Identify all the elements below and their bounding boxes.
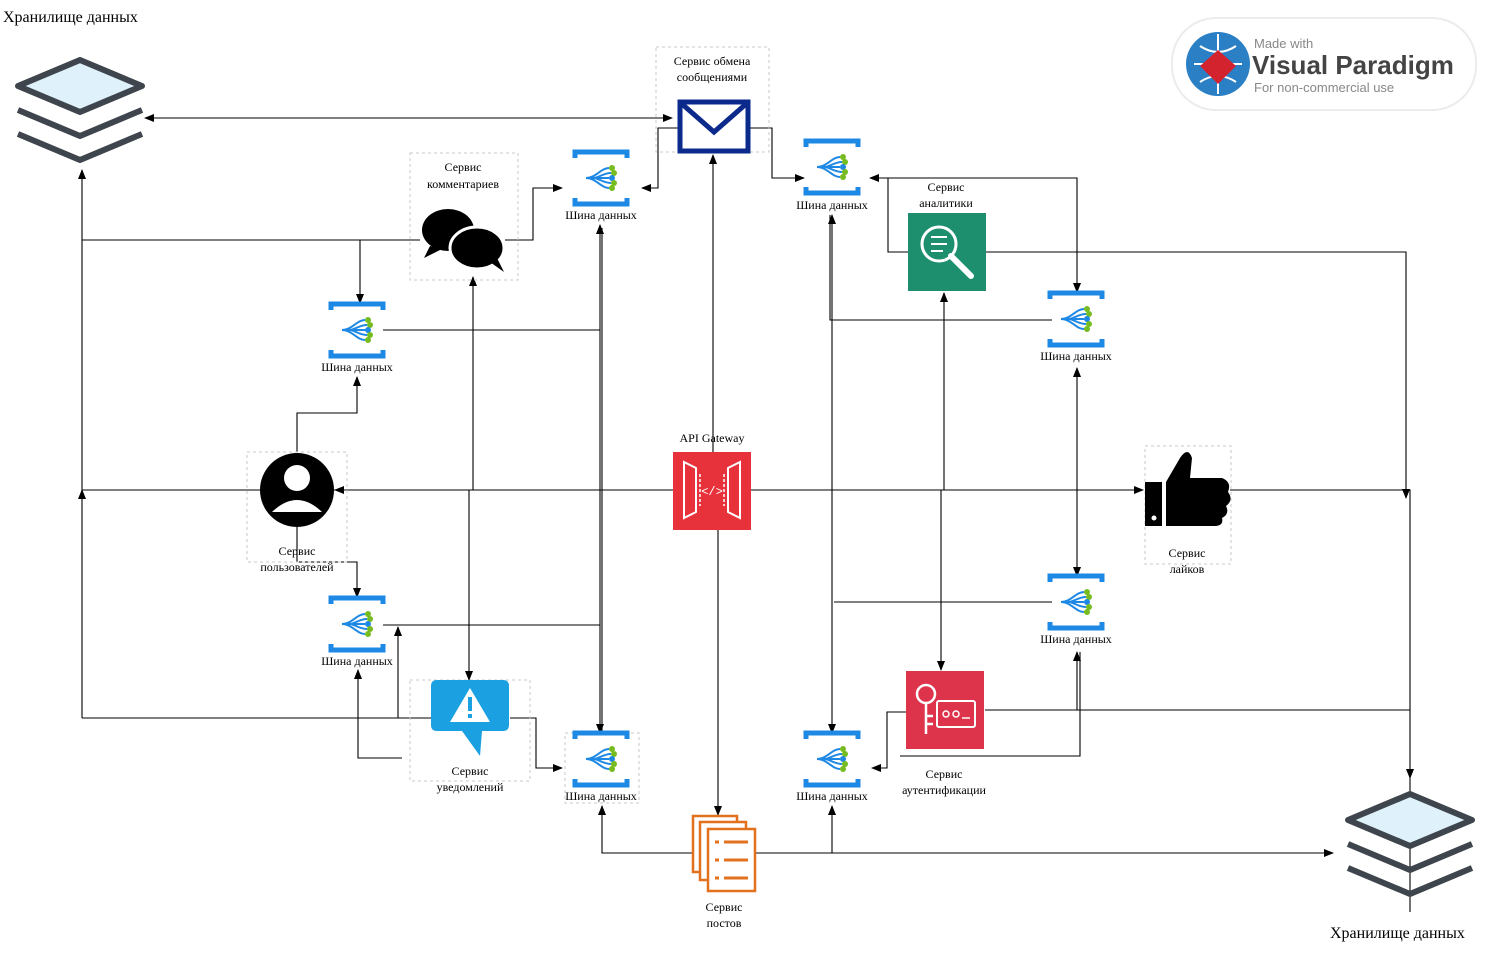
users-service: Сервис пользователей: [246, 451, 348, 574]
comments-label-1: Сервис: [445, 160, 482, 174]
event-bus-icon: [1050, 293, 1102, 345]
bus-label: Шина данных: [1040, 632, 1112, 646]
likes-label-1: Сервис: [1169, 546, 1206, 560]
bus-label: Шина данных: [1040, 349, 1112, 363]
notifications-service: Сервис уведомлений: [409, 679, 531, 794]
messaging-label-1: Сервис обмена: [674, 54, 751, 68]
bus-label: Шина данных: [565, 789, 637, 803]
bus-label: Шина данных: [565, 208, 637, 222]
event-bus-icon: [575, 152, 627, 204]
storage-top: Хранилище данных: [3, 9, 142, 160]
data-bus-4: Шина данных: [321, 598, 393, 668]
watermark-line1: Made with: [1254, 36, 1313, 51]
alert-bubble-icon: [431, 680, 509, 756]
analytics-service: Сервис аналитики: [908, 180, 986, 291]
event-bus-icon: [331, 304, 383, 356]
comments-service: Сервис комментариев: [409, 152, 519, 281]
data-bus-6: Шина данных: [564, 733, 640, 804]
envelope-icon: [677, 99, 751, 154]
bus-label: Шина данных: [796, 789, 868, 803]
database-stack-icon: [18, 60, 142, 160]
connections: [78, 114, 1414, 912]
posts-label-1: Сервис: [706, 900, 743, 914]
data-bus-3: Шина данных: [321, 304, 393, 374]
notifications-label-2: уведомлений: [437, 780, 504, 794]
event-bus-icon: [806, 733, 858, 785]
data-bus-1: Шина данных: [565, 152, 637, 222]
user-icon: [260, 453, 334, 527]
auth-service: Сервис аутентификации: [902, 671, 986, 797]
event-bus-icon: [331, 598, 383, 650]
watermark-line3: For non-commercial use: [1254, 80, 1394, 95]
bus-label: Шина данных: [796, 198, 868, 212]
storage-bottom: Хранилище данных: [1330, 794, 1472, 942]
chat-bubbles-icon: [422, 209, 506, 272]
users-label-1: Сервис: [279, 544, 316, 558]
event-bus-icon: [575, 733, 627, 785]
documents-list-icon: [691, 814, 757, 893]
watermark-line2: Visual Paradigm: [1252, 50, 1454, 80]
auth-label-1: Сервис: [926, 767, 963, 781]
likes-service: Сервис лайков: [1144, 445, 1232, 576]
bus-label: Шина данных: [321, 654, 393, 668]
comments-label-2: комментариев: [427, 177, 499, 191]
svg-text:</>: </>: [701, 485, 723, 499]
event-bus-icon: [806, 141, 858, 193]
likes-label-2: лайков: [1170, 562, 1205, 576]
messaging-service: Сервис обмена сообщениями: [655, 46, 770, 154]
posts-label-2: постов: [707, 916, 742, 930]
analytics-label-1: Сервис: [928, 180, 965, 194]
data-bus-5: Шина данных: [1040, 293, 1112, 363]
data-bus-7: Шина данных: [796, 733, 868, 803]
key-card-icon: [906, 671, 984, 749]
magnifier-analytics-icon: [908, 213, 986, 291]
storage-bottom-label: Хранилище данных: [1330, 925, 1465, 942]
thumbs-up-icon: [1145, 452, 1231, 526]
analytics-label-2: аналитики: [919, 196, 973, 210]
posts-service: Сервис постов: [691, 814, 757, 930]
data-bus-8: Шина данных: [1040, 576, 1112, 646]
data-bus-2: Шина данных: [796, 141, 868, 212]
api-gateway: API Gateway </>: [673, 431, 751, 530]
messaging-label-2: сообщениями: [677, 70, 748, 84]
auth-label-2: аутентификации: [902, 783, 986, 797]
gateway-label: API Gateway: [680, 431, 745, 445]
notifications-label-1: Сервис: [452, 764, 489, 778]
bus-label: Шина данных: [321, 360, 393, 374]
storage-top-label: Хранилище данных: [3, 9, 138, 26]
event-bus-icon: [1050, 576, 1102, 628]
visual-paradigm-watermark: Made with Visual Paradigm For non-commer…: [1171, 17, 1477, 111]
api-gateway-icon: </>: [673, 452, 751, 530]
users-label-2: пользователей: [260, 560, 334, 574]
